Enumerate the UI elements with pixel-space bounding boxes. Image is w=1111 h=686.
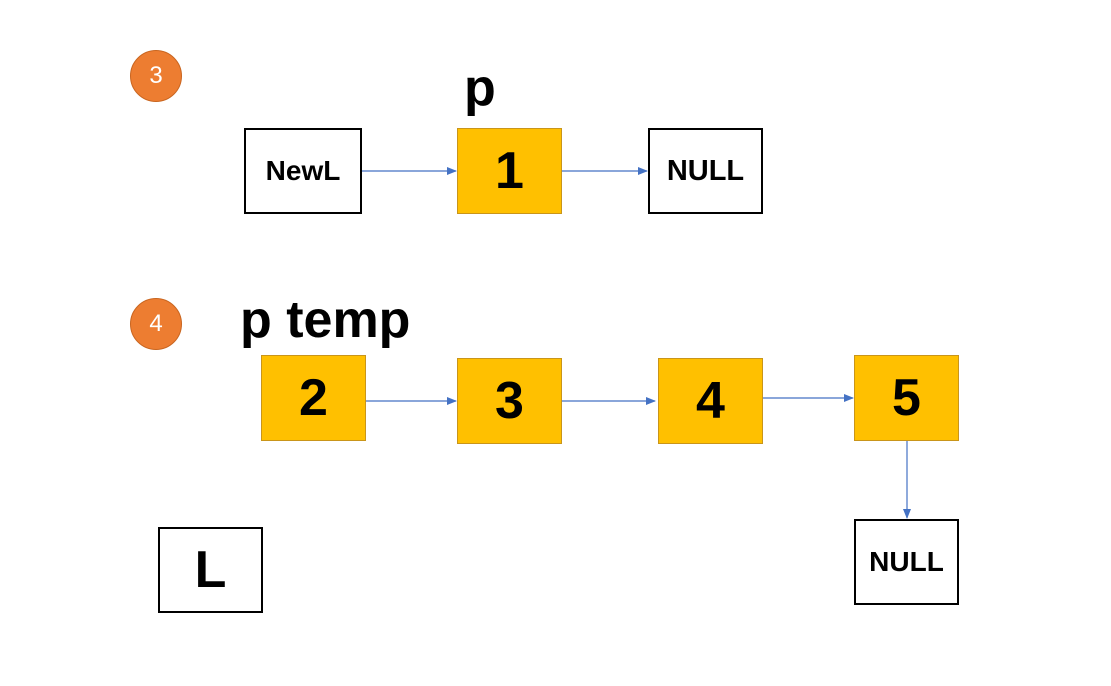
list-l-label: L [194,541,227,599]
node-4-value: 4 [696,372,725,430]
newl-node: NewL [244,128,362,214]
newl-node-label: NewL [265,155,341,186]
list-l-node: L [158,527,263,613]
pointer-p-temp-label: p temp [240,291,411,349]
node-3: 3 [457,358,562,444]
null-node-step3-label: NULL [666,154,745,187]
step-4-badge: 4 [130,298,182,350]
node-1-value: 1 [495,142,524,200]
node-2-value: 2 [299,369,328,427]
null-node-step3: NULL [648,128,763,214]
node-5-value: 5 [892,369,921,427]
node-3-value: 3 [495,372,524,430]
null-node-step4-label: NULL [869,546,944,577]
node-2: 2 [261,355,366,441]
node-5: 5 [854,355,959,441]
node-4: 4 [658,358,763,444]
pointer-p-label: p [464,59,496,117]
null-node-step4: NULL [854,519,959,605]
node-1: 1 [457,128,562,214]
step-3-badge: 3 [130,50,182,102]
